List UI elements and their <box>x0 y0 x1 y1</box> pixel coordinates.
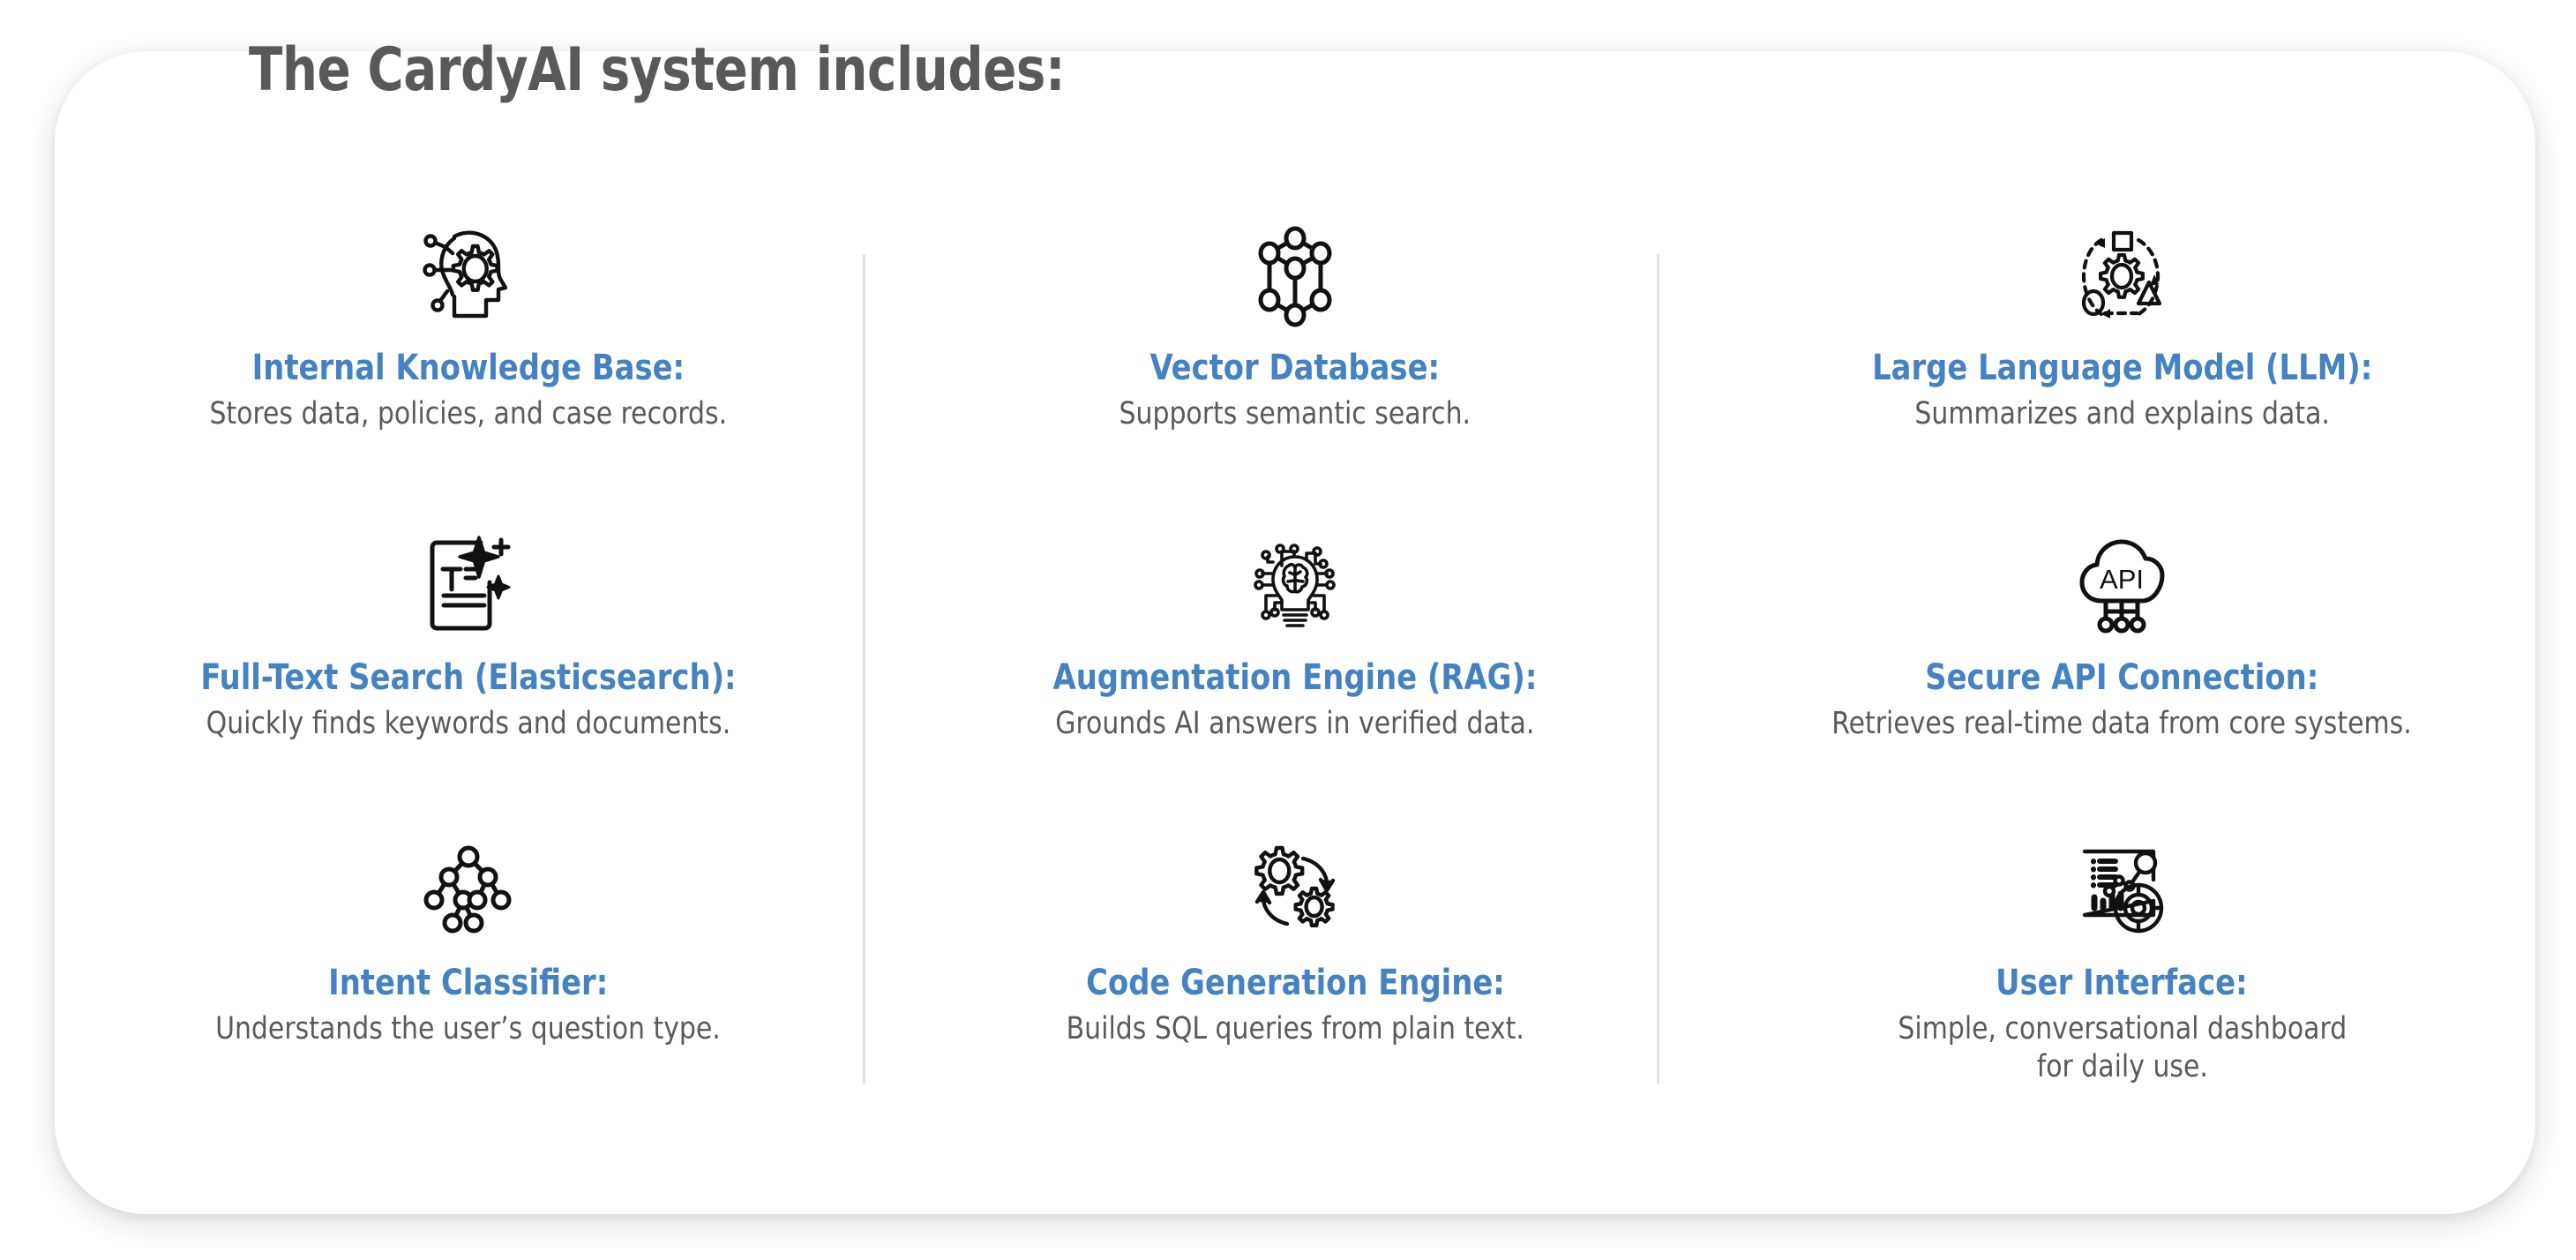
feature-desc: Builds SQL queries from plain text. <box>1066 1010 1524 1046</box>
feature-item-code-generation-engine[interactable]: Code Generation Engine: Builds SQL queri… <box>881 818 1708 1117</box>
dashboard-charts-icon <box>2070 839 2174 943</box>
feature-title: Intent Classifier: <box>328 962 609 1003</box>
feature-item-vector-database[interactable]: Vector Database: Supports semantic searc… <box>881 219 1708 518</box>
feature-item-secure-api-connection[interactable]: API Secure API Connection: Retrieves rea… <box>1709 518 2535 817</box>
brain-bulb-circuit-icon <box>1243 534 1347 638</box>
feature-desc: Retrieves real-time data from core syste… <box>1831 706 2413 742</box>
feature-desc: Summarizes and explains data. <box>1914 396 2330 431</box>
feature-desc: Understands the user’s question type. <box>215 1010 722 1046</box>
feature-item-internal-knowledge-base[interactable]: Internal Knowledge Base: Stores data, po… <box>55 219 881 518</box>
feature-item-augmentation-engine[interactable]: Augmentation Engine (RAG): Grounds AI an… <box>881 518 1708 817</box>
features-grid: Internal Knowledge Base: Stores data, po… <box>55 51 2535 1214</box>
cube-graph-nodes-icon <box>1247 224 1344 328</box>
head-gear-circuit-icon <box>416 224 521 328</box>
feature-title: Vector Database: <box>1149 348 1441 388</box>
document-sparkle-icon <box>417 534 520 638</box>
feature-desc: Quickly finds keywords and documents. <box>206 706 730 742</box>
feature-title: Large Language Model (LLM): <box>1871 348 2372 388</box>
feature-item-large-language-model[interactable]: Large Language Model (LLM): Summarizes a… <box>1709 219 2535 518</box>
page-title: The CardyAI system includes: <box>249 35 1066 105</box>
feature-title: Full-Text Search (Elasticsearch): <box>200 657 737 699</box>
feature-desc: Grounds AI answers in verified data. <box>1055 706 1535 742</box>
decision-tree-icon <box>420 839 517 943</box>
feature-item-full-text-search[interactable]: Full-Text Search (Elasticsearch): Quickl… <box>55 518 881 817</box>
feature-title: Secure API Connection: <box>1925 657 2319 699</box>
feature-title: User Interface: <box>1996 962 2249 1003</box>
feature-desc: Simple, conversational dashboard for dai… <box>1897 1010 2347 1085</box>
feature-title: Internal Knowledge Base: <box>251 348 685 388</box>
cloud-api-label: API <box>2100 564 2144 595</box>
column-divider-1 <box>863 254 865 1084</box>
feature-item-intent-classifier[interactable]: Intent Classifier: Understands the user’… <box>55 818 881 1117</box>
feature-desc: Supports semantic search. <box>1119 396 1471 431</box>
gear-shapes-cycle-icon <box>2070 224 2174 328</box>
two-gears-arrows-icon <box>1243 839 1347 943</box>
feature-title: Augmentation Engine (RAG): <box>1052 657 1538 699</box>
column-divider-2 <box>1657 254 1659 1084</box>
feature-desc: Stores data, policies, and case records. <box>209 396 727 431</box>
feature-item-user-interface[interactable]: User Interface: Simple, conversational d… <box>1709 818 2535 1117</box>
cloud-api-icon: API <box>2070 534 2174 638</box>
feature-title: Code Generation Engine: <box>1085 962 1505 1003</box>
